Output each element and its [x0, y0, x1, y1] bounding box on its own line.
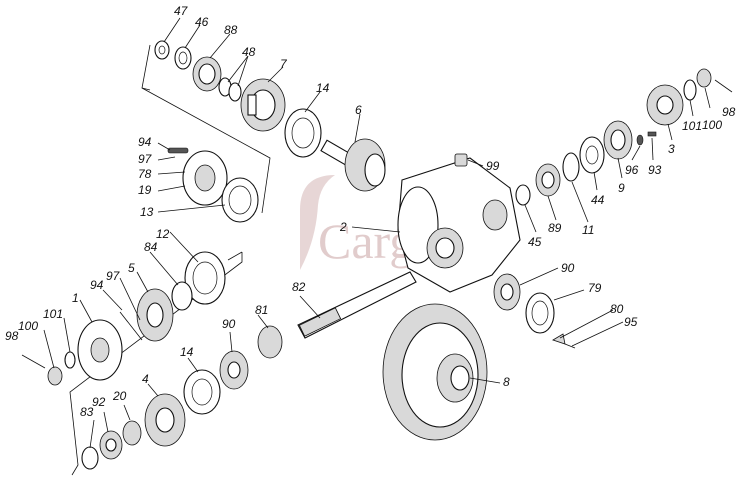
label-2: 2 [339, 220, 347, 234]
label-92: 92 [92, 395, 106, 409]
label-98-right: 98 [722, 105, 736, 119]
label-84: 84 [144, 240, 158, 254]
cotter-98-left [21, 354, 46, 369]
nut-47 [154, 40, 170, 60]
label-47: 47 [174, 4, 189, 18]
washer-96 [636, 134, 644, 146]
label-95: 95 [624, 315, 638, 329]
bearing-88 [192, 56, 222, 92]
label-1: 1 [72, 291, 79, 305]
lock-80 [552, 333, 566, 345]
label-101-right: 101 [682, 119, 702, 133]
label-19: 19 [138, 183, 152, 197]
gasket-13 [221, 177, 259, 223]
bearing-90-lower [219, 350, 249, 390]
stud-93 [647, 131, 657, 137]
label-48: 48 [242, 45, 256, 59]
gasket-14-upper [284, 108, 322, 158]
lower-bracket [69, 252, 243, 476]
nut-100-right [696, 68, 712, 88]
label-96: 96 [625, 163, 639, 177]
nut-79 [525, 292, 555, 334]
label-98-left: 98 [5, 329, 19, 343]
label-9: 9 [618, 181, 625, 195]
label-89: 89 [548, 221, 562, 235]
bearing-cover-5 [136, 288, 174, 342]
gasket-14-lower [183, 369, 221, 415]
nut-100-left [47, 366, 63, 386]
bearing-89 [535, 163, 561, 197]
label-90-lower: 90 [222, 317, 236, 331]
bearing-20 [122, 420, 142, 446]
label-46: 46 [195, 15, 209, 29]
ring-gear-8 [382, 303, 488, 441]
gasket-12 [184, 251, 226, 305]
ring-83 [81, 446, 99, 470]
label-101-left: 101 [43, 307, 63, 321]
upper-bracket [141, 44, 271, 214]
label-20: 20 [112, 389, 127, 403]
label-90-right: 90 [561, 261, 575, 275]
cotter-98-right [714, 79, 733, 93]
label-6: 6 [355, 103, 362, 117]
label-81: 81 [255, 303, 268, 317]
shaft-82 [297, 271, 417, 339]
washer-101-left [64, 351, 76, 369]
ring-84 [171, 281, 193, 311]
ring-45 [515, 184, 531, 206]
carrier-housing-2 [397, 157, 521, 293]
label-94-lower: 94 [90, 278, 104, 292]
label-88: 88 [224, 23, 238, 37]
flange-1 [77, 319, 123, 381]
label-14-upper: 14 [316, 81, 330, 95]
bearing-cage-4 [144, 393, 186, 447]
label-3: 3 [668, 142, 675, 156]
label-4: 4 [142, 372, 149, 386]
plug-99 [454, 153, 468, 167]
bearing-cup-7 [240, 78, 286, 132]
washer-46 [174, 46, 192, 70]
cover-19 [182, 150, 228, 206]
label-100-left: 100 [18, 319, 38, 333]
label-11: 11 [582, 223, 594, 237]
label-12: 12 [156, 227, 170, 241]
label-100-right: 100 [702, 118, 722, 132]
label-79: 79 [588, 281, 602, 295]
label-82: 82 [292, 280, 306, 294]
label-13: 13 [140, 205, 154, 219]
label-14-lower: 14 [180, 345, 194, 359]
rings-48 [218, 77, 242, 102]
bolt-94-upper [167, 147, 189, 154]
label-94-upper: 94 [138, 135, 152, 149]
label-80: 80 [610, 302, 624, 316]
gear-81 [257, 325, 283, 359]
label-44: 44 [591, 193, 605, 207]
label-7: 7 [280, 57, 288, 71]
part-number-labels: 47 46 88 48 7 14 6 94 97 78 19 13 99 2 4… [5, 4, 736, 419]
cover-44 [579, 136, 605, 174]
drive-pinion-6 [320, 138, 386, 192]
label-83: 83 [80, 405, 94, 419]
bolt-95 [564, 343, 576, 349]
label-99: 99 [486, 159, 500, 173]
bolt-94-lower [119, 311, 143, 341]
label-5: 5 [128, 261, 135, 275]
washer-101-right [683, 79, 697, 101]
shim-11 [562, 152, 580, 182]
bearing-92 [99, 430, 123, 460]
seal-cover-9 [603, 120, 633, 160]
label-97-upper: 97 [138, 152, 153, 166]
label-45: 45 [528, 235, 542, 249]
label-93: 93 [648, 163, 662, 177]
label-78: 78 [138, 167, 152, 181]
label-97-lower: 97 [106, 269, 121, 283]
leader-lines [43, 17, 711, 449]
label-8: 8 [503, 375, 510, 389]
flange-3 [646, 84, 684, 126]
bearing-90-right [493, 273, 521, 311]
